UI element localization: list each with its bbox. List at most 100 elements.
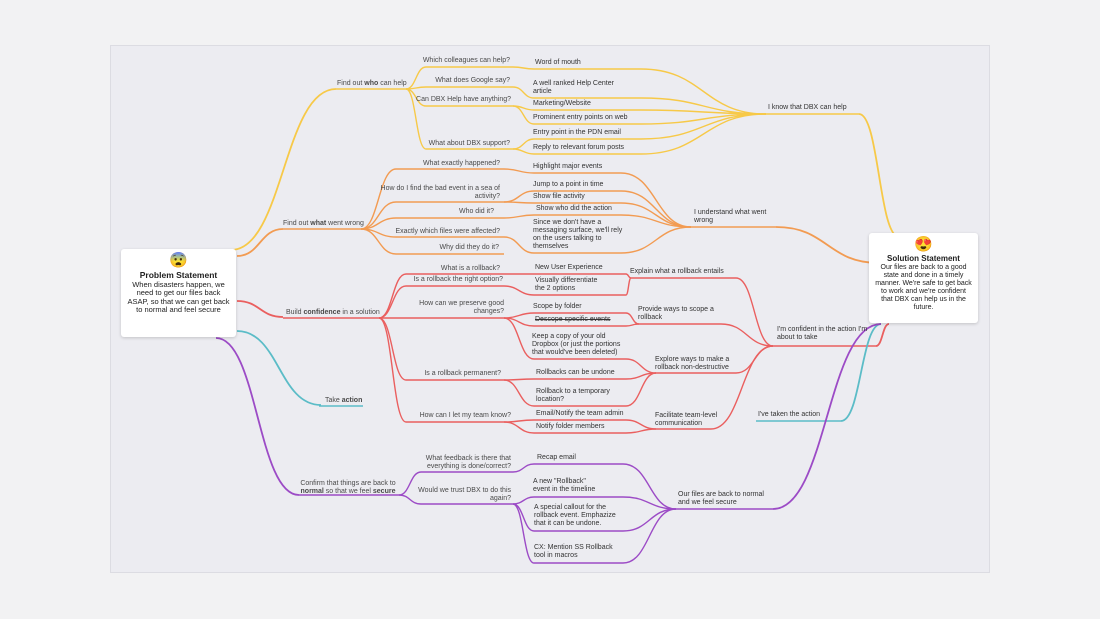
outcome-understand-1[interactable]: I understand what went: [694, 209, 767, 216]
answer-new-user-experience[interactable]: New User Experience: [535, 264, 603, 271]
branch-normal-pre: Confirm that things are back to: [300, 480, 396, 487]
question-dbx-help[interactable]: Can DBX Help have anything?: [416, 96, 511, 103]
answer-help-center-1[interactable]: A well ranked Help Center: [533, 80, 614, 87]
branch-what-pre: Find out: [283, 220, 311, 227]
answer-jump-to-time[interactable]: Jump to a point in time: [533, 181, 604, 188]
problem-text: When disasters happen, we need to get ou…: [127, 279, 230, 314]
branch-who[interactable]: Find out who can help: [337, 80, 407, 88]
link-mid3-c: [625, 372, 657, 407]
question-who-did-it[interactable]: Who did it?: [458, 208, 494, 215]
answer-highlight-events[interactable]: Highlight major events: [533, 163, 603, 170]
question-what-is-rollback[interactable]: What is a rollback?: [440, 265, 500, 272]
outcome-confident-1[interactable]: I'm confident in the action I'm: [777, 326, 868, 333]
answer-keep-copy-2[interactable]: Dropbox (or just the portions: [532, 341, 621, 348]
question-preserve-1[interactable]: How can we preserve good: [419, 300, 504, 307]
middle-scope-1[interactable]: Provide ways to scope a: [638, 306, 714, 313]
question-google[interactable]: What does Google say?: [435, 77, 510, 84]
question-let-team-know[interactable]: How can I let my team know?: [419, 412, 511, 419]
middle-scope-2[interactable]: rollback: [638, 314, 663, 321]
answer-temp-location-1[interactable]: Rollback to a temporary: [536, 388, 610, 395]
question-permanent[interactable]: Is a rollback permanent?: [424, 370, 501, 377]
question-dbx-support[interactable]: What about DBX support?: [428, 140, 510, 147]
answer-file-activity[interactable]: Show file activity: [533, 193, 585, 200]
answer-messaging-3[interactable]: on the users talking to: [533, 235, 602, 242]
answer-rollbacks-undone[interactable]: Rollbacks can be undone: [536, 369, 615, 376]
link-who-q4: [405, 88, 427, 150]
link-normal-a2: [512, 496, 535, 505]
link-what-a4: [503, 214, 535, 219]
branch-confidence-pre: Build: [286, 309, 304, 316]
answer-help-center-2[interactable]: article: [533, 88, 552, 95]
answer-recap-email[interactable]: Recap email: [537, 454, 576, 461]
answer-forum-posts[interactable]: Reply to relevant forum posts: [533, 144, 625, 151]
link-outcome4-solution: [840, 323, 882, 422]
middle-team-comm-2[interactable]: communication: [655, 420, 703, 427]
question-feedback-1[interactable]: What feedback is there that: [425, 455, 511, 462]
middle-non-destructive-1[interactable]: Explore ways to make a: [655, 356, 730, 363]
question-trust-1[interactable]: Would we trust DBX to do this: [418, 487, 511, 494]
outcome-dbx-can-help[interactable]: I know that DBX can help: [768, 104, 847, 111]
answer-messaging-1[interactable]: Since we don't have a: [533, 219, 602, 226]
outcome-back-to-normal-2[interactable]: and we feel secure: [678, 499, 737, 506]
link-what-q5: [360, 228, 397, 255]
answer-marketing[interactable]: Marketing/Website: [533, 100, 591, 107]
answer-differentiate-2[interactable]: the 2 options: [535, 285, 576, 292]
link-what-a1: [503, 168, 535, 174]
branch-what[interactable]: Find out what went wrong: [283, 220, 364, 228]
question-which-files[interactable]: Exactly which files were affected?: [395, 228, 500, 235]
problem-title: Problem Statement: [139, 270, 218, 280]
solution-statement-card[interactable]: 😍 Solution Statement Our files are back …: [869, 233, 978, 323]
answer-email-team-admin[interactable]: Email/Notify the team admin: [536, 410, 624, 417]
branch-normal[interactable]: Confirm that things are back to normal s…: [298, 480, 398, 496]
answer-notify-members[interactable]: Notify folder members: [536, 423, 605, 430]
answer-scope-by-folder[interactable]: Scope by folder: [533, 303, 582, 310]
answer-cx-macros-2[interactable]: tool in macros: [534, 552, 578, 559]
answer-rollback-event-1[interactable]: A new "Rollback": [533, 478, 586, 485]
branch-who-post: can help: [378, 80, 407, 87]
outcome-confident-2[interactable]: about to take: [777, 334, 818, 341]
answer-callout-3[interactable]: that it can be undone.: [534, 520, 602, 527]
question-find-bad-event-1[interactable]: How do I find the bad event in a sea of: [380, 185, 500, 192]
middle-non-destructive-2[interactable]: rollback non-destructive: [655, 364, 729, 371]
link-outcome2-solution: [775, 226, 880, 264]
problem-statement-card[interactable]: 😨 Problem Statement When disasters happe…: [121, 249, 236, 337]
outcome-taken-action[interactable]: I've taken the action: [758, 411, 821, 418]
answer-keep-copy-3[interactable]: that would've been deleted): [532, 349, 618, 356]
link-outcome5-solution: [772, 323, 882, 510]
answer-callout-1[interactable]: A special callout for the: [534, 504, 606, 511]
answer-differentiate-1[interactable]: Visually differentiate: [535, 277, 598, 284]
middle-team-comm-1[interactable]: Facilitate team-level: [655, 412, 718, 419]
link-who-a5: [512, 138, 535, 150]
middle-explain-rollback[interactable]: Explain what a rollback entails: [630, 268, 724, 275]
answer-pdn-email[interactable]: Entry point in the PDN email: [533, 129, 621, 136]
link-what-q1: [360, 168, 397, 230]
answer-entry-points-web[interactable]: Prominent entry points on web: [533, 114, 628, 121]
answer-cx-macros-1[interactable]: CX: Mention SS Rollback: [534, 544, 613, 551]
question-feedback-2[interactable]: everything is done/correct?: [426, 463, 511, 470]
answer-keep-copy-1[interactable]: Keep a copy of your old: [532, 333, 606, 340]
link-normal-q1: [398, 471, 422, 496]
outcome-understand-2[interactable]: wrong: [694, 217, 714, 224]
branch-who-bold: who: [364, 80, 379, 87]
answer-who-did-action[interactable]: Show who did the action: [536, 205, 612, 212]
question-colleagues[interactable]: Which colleagues can help?: [422, 57, 510, 64]
answer-word-of-mouth[interactable]: Word of mouth: [535, 59, 581, 66]
branch-normal-bold: normal: [300, 488, 324, 495]
link-conf-q1: [378, 273, 407, 319]
answer-descope-events[interactable]: Descope specific events: [535, 316, 611, 323]
question-preserve-2[interactable]: changes?: [473, 308, 504, 315]
question-what-happened[interactable]: What exactly happened?: [422, 160, 500, 167]
question-trust-2[interactable]: again?: [489, 495, 511, 502]
link-conf-a8: [503, 419, 535, 423]
branch-confidence[interactable]: Build confidence in a solution: [286, 309, 380, 317]
answer-messaging-4[interactable]: themselves: [533, 243, 569, 250]
outcome-back-to-normal-1[interactable]: Our files are back to normal: [678, 491, 764, 498]
question-find-bad-event-2[interactable]: activity?: [474, 193, 500, 200]
question-right-option[interactable]: Is a rollback the right option?: [413, 276, 504, 283]
answer-rollback-event-2[interactable]: event in the timeline: [533, 486, 596, 493]
branch-action[interactable]: Take action: [325, 397, 362, 405]
answer-messaging-2[interactable]: messaging surface, we'll rely: [533, 227, 623, 234]
question-why[interactable]: Why did they do it?: [439, 244, 499, 251]
answer-temp-location-2[interactable]: location?: [536, 396, 565, 403]
answer-callout-2[interactable]: rollback event. Emphazize: [534, 512, 616, 519]
